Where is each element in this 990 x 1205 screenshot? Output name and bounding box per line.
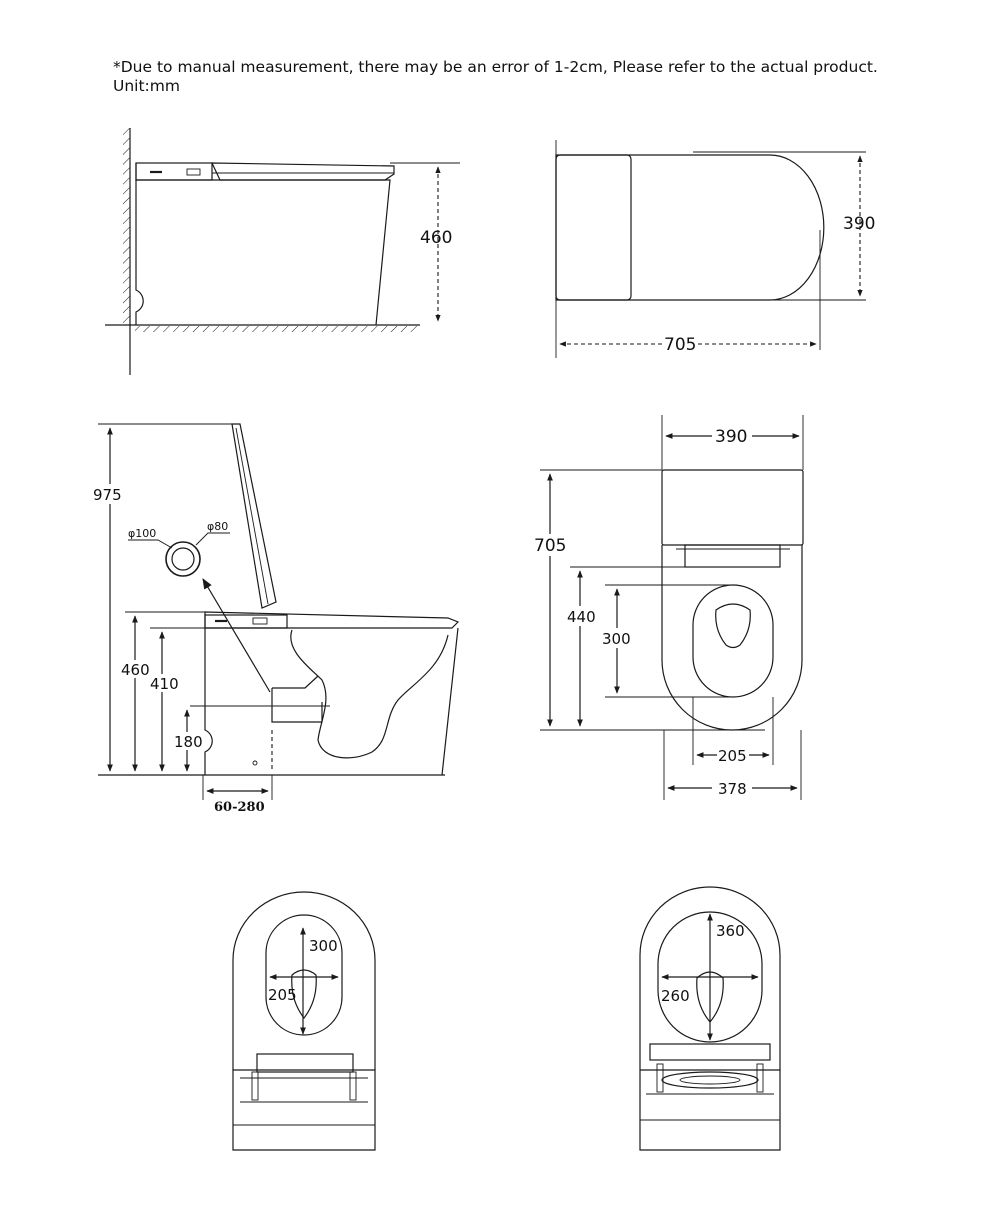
plan-440-label: 440 bbox=[567, 608, 596, 626]
top-length-label: 705 bbox=[664, 335, 696, 355]
plan-hinge bbox=[684, 544, 781, 568]
seat-view-left: 300 205 bbox=[232, 891, 376, 1151]
label-bg-460 bbox=[121, 660, 151, 678]
seat-base-right bbox=[639, 1069, 781, 1151]
plan-width-label: 390 bbox=[715, 427, 747, 447]
side-lid bbox=[211, 162, 395, 181]
pipe-outer-circle bbox=[165, 541, 201, 577]
plan-bowl bbox=[692, 584, 774, 698]
label-bg-440 bbox=[566, 606, 598, 626]
section-button bbox=[252, 617, 268, 625]
note-line-1: *Due to manual measurement, there may be… bbox=[113, 58, 878, 76]
label-bg-205 bbox=[717, 746, 749, 764]
raised-lid bbox=[231, 423, 277, 609]
outlet-duct bbox=[271, 675, 323, 723]
seat-outer-right bbox=[639, 886, 781, 1070]
pipe-outer-label: φ100 bbox=[128, 527, 156, 540]
plan-300-label: 300 bbox=[602, 630, 631, 648]
seat-left-width: 205 bbox=[268, 986, 297, 1004]
seat-opening-left bbox=[265, 914, 343, 1036]
pipe-inner-leader bbox=[195, 532, 230, 546]
total-height-label: 975 bbox=[93, 486, 122, 504]
hinge-post-left-1 bbox=[251, 1071, 259, 1101]
seat-height-label: 460 bbox=[121, 661, 150, 679]
hinge-post-right-1 bbox=[656, 1063, 664, 1093]
label-bg-180 bbox=[174, 732, 204, 750]
seat-outer-left bbox=[232, 891, 376, 1070]
label-bg-300 bbox=[602, 628, 634, 648]
seat-view-right: 360 260 bbox=[639, 886, 781, 1151]
hinge-post-right-2 bbox=[756, 1063, 764, 1093]
wall-hatch bbox=[123, 128, 130, 324]
top-outline bbox=[555, 154, 825, 301]
seat-left-length: 300 bbox=[309, 937, 338, 955]
outlet-height-label: 180 bbox=[174, 733, 203, 751]
seat-opening-right bbox=[657, 911, 763, 1043]
top-tank bbox=[555, 154, 632, 301]
bowl-plan-view: 390 705 440 300 205 378 bbox=[532, 415, 804, 800]
label-bg-705 bbox=[532, 534, 570, 556]
pipe-inner-circle bbox=[171, 547, 195, 571]
plan-205-label: 205 bbox=[718, 747, 747, 765]
hinge-post-left-2 bbox=[349, 1071, 357, 1101]
bowl-trap bbox=[290, 629, 449, 759]
plan-outlet bbox=[715, 603, 751, 649]
section-body bbox=[204, 627, 459, 776]
lid-inner-line bbox=[235, 427, 269, 605]
floor-hatch bbox=[135, 326, 420, 332]
seat-base-left bbox=[232, 1069, 376, 1151]
rim-height-label: 410 bbox=[150, 675, 179, 693]
plan-body bbox=[661, 545, 803, 731]
label-bg-410 bbox=[150, 674, 180, 692]
measurement-note: *Due to manual measurement, there may be… bbox=[113, 58, 878, 96]
seat-hinge-right bbox=[649, 1043, 771, 1061]
seat-right-length: 360 bbox=[716, 922, 745, 940]
tank-button bbox=[186, 168, 201, 176]
pipe-inner-label: φ80 bbox=[207, 520, 228, 533]
seat-ring-right bbox=[661, 1071, 759, 1089]
top-plan-view: 390 705 bbox=[555, 140, 875, 358]
floor-mark bbox=[252, 760, 258, 766]
offset-label: 60-280 bbox=[214, 800, 265, 815]
side-height-label: 460 bbox=[420, 228, 452, 248]
side-tank bbox=[135, 162, 213, 181]
note-unit: Unit:mm bbox=[113, 77, 180, 95]
plan-length-label: 705 bbox=[534, 536, 566, 556]
side-body bbox=[135, 163, 391, 326]
side-body-rear bbox=[135, 180, 144, 325]
pipe-outer-leader bbox=[128, 539, 173, 549]
label-bg-975 bbox=[92, 484, 128, 504]
seat-right-width: 260 bbox=[661, 987, 690, 1005]
top-width-label: 390 bbox=[843, 214, 875, 234]
side-elevation-view: 460 bbox=[105, 128, 460, 375]
plan-base-label: 378 bbox=[718, 780, 747, 798]
section-view: φ100 φ80 975 460 410 180 60-280 bbox=[92, 423, 460, 815]
pipe-direction-arrow bbox=[202, 578, 271, 693]
plan-tank bbox=[661, 469, 804, 546]
seat-ring-inner-right bbox=[679, 1075, 741, 1085]
section-tank bbox=[204, 614, 288, 629]
seat-hinge-left bbox=[256, 1053, 354, 1073]
